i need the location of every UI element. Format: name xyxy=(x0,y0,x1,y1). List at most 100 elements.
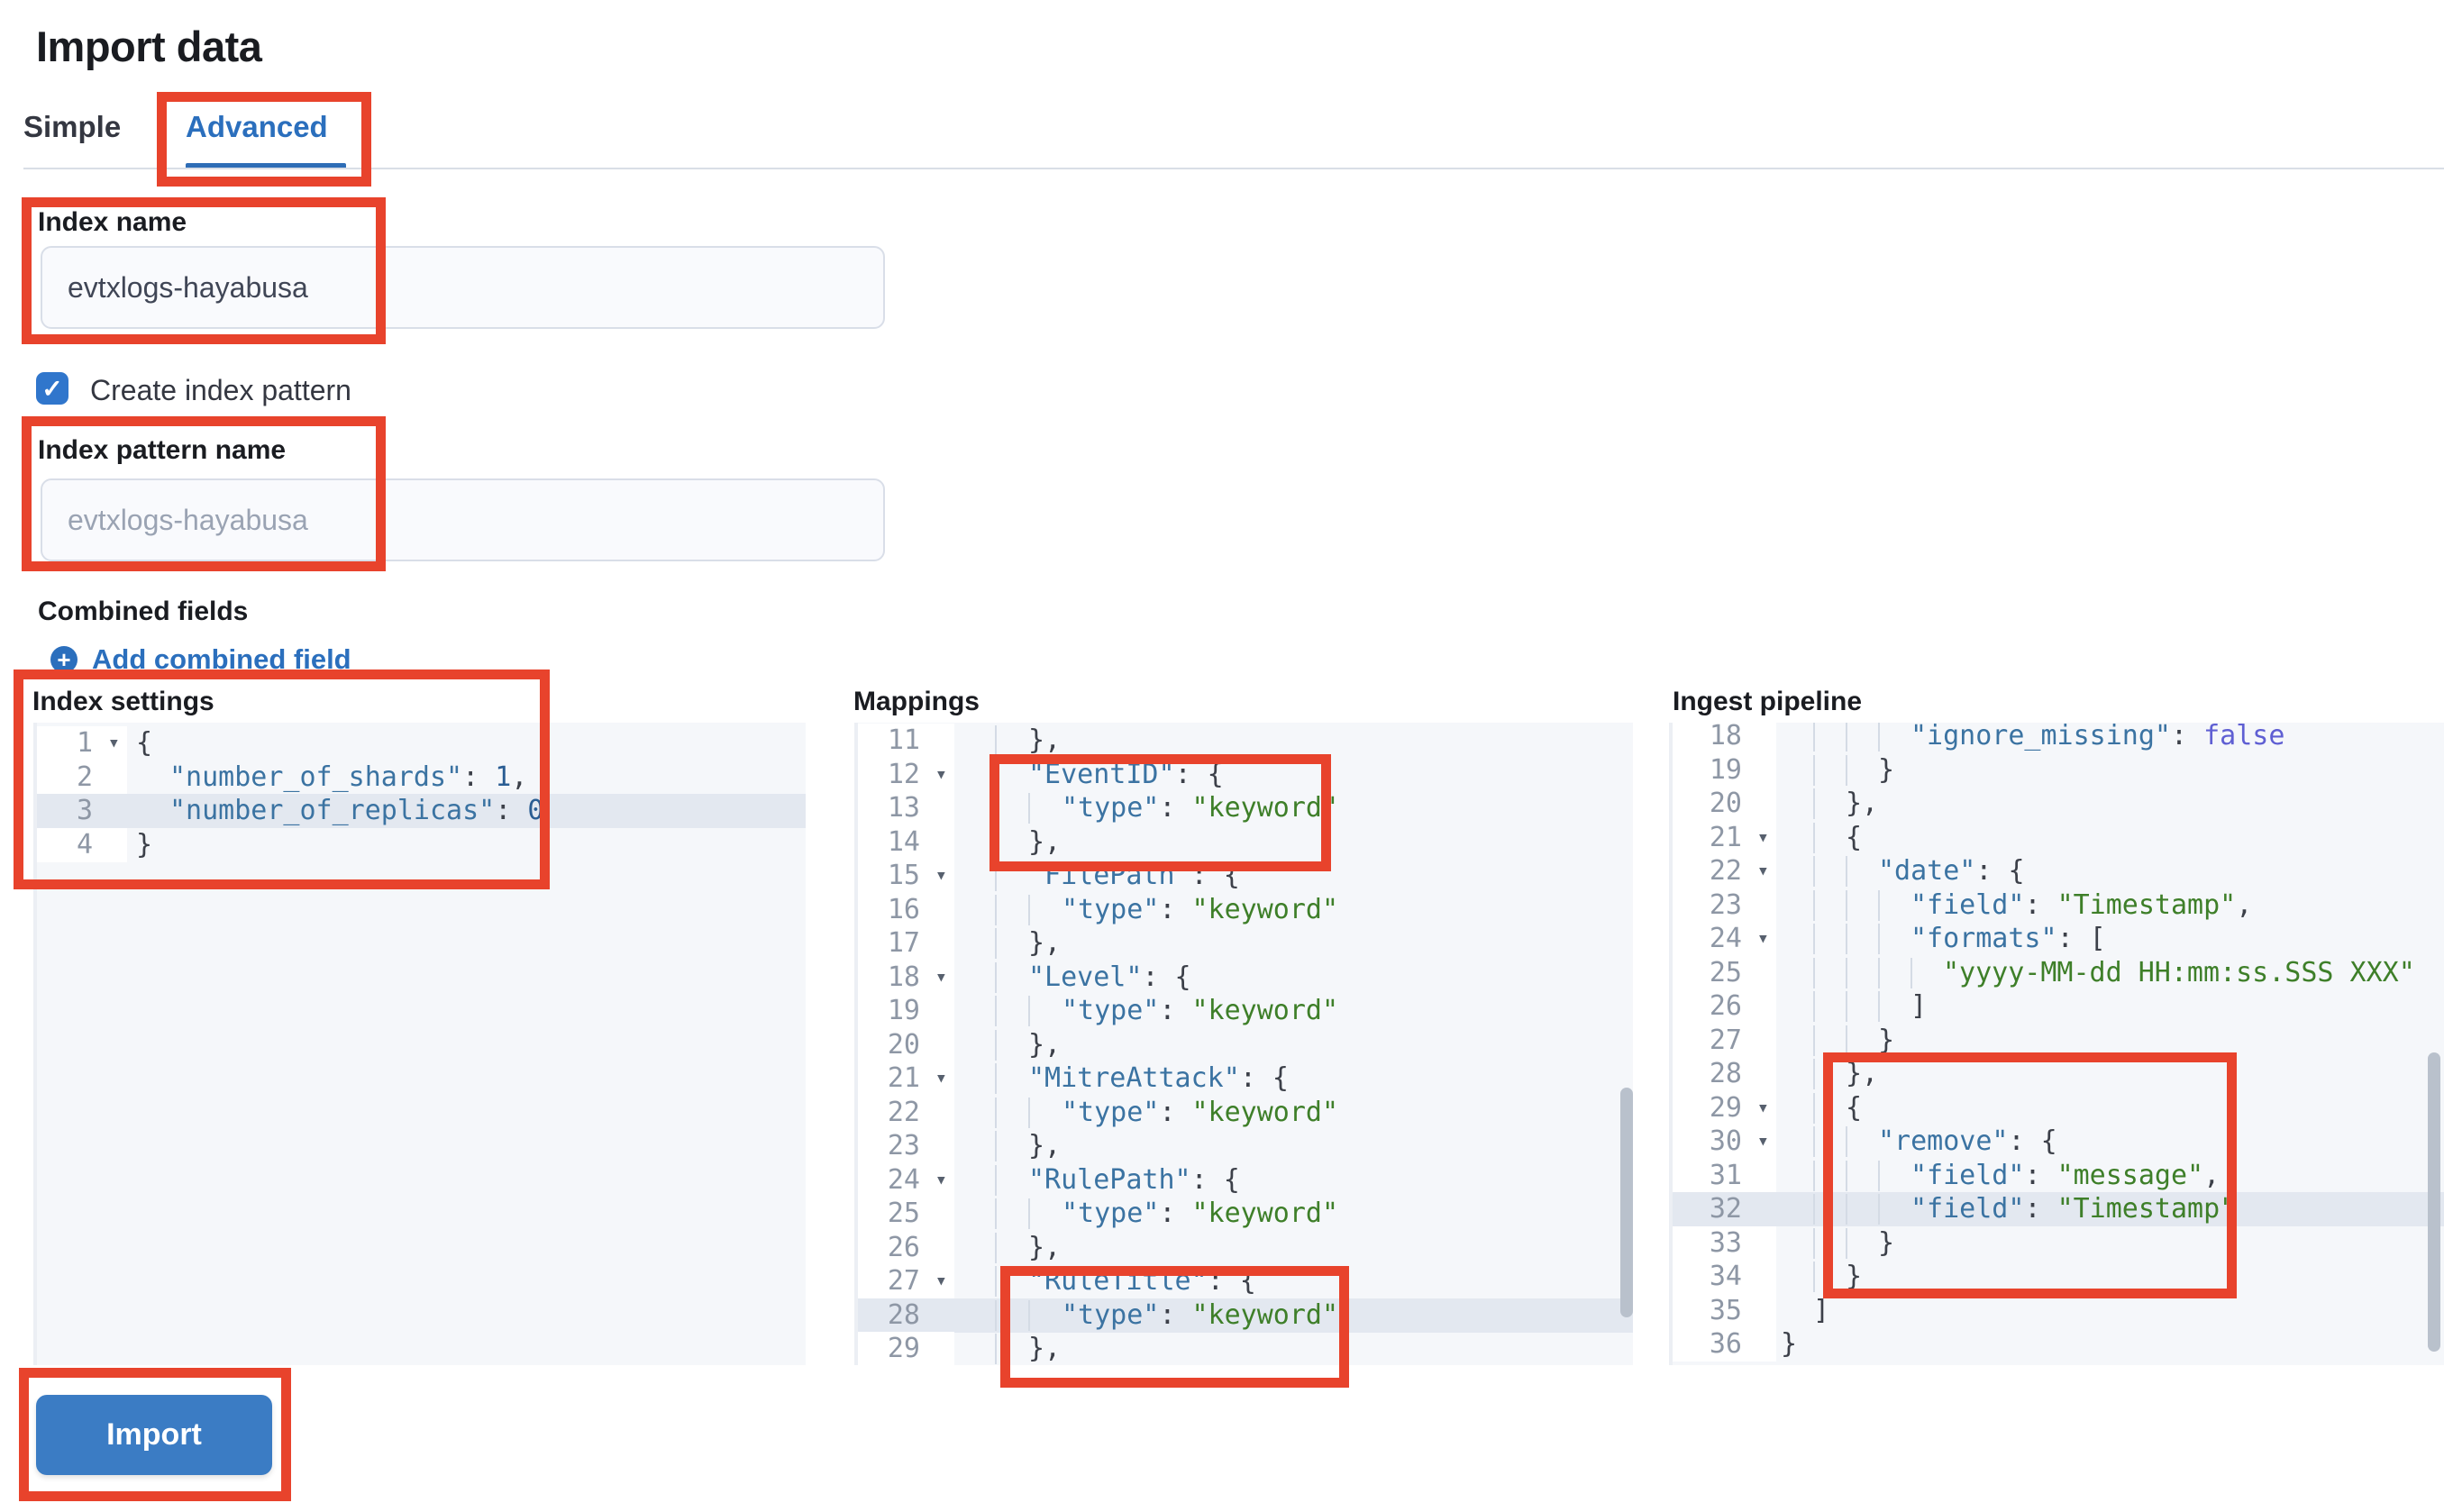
code-token: : xyxy=(495,795,528,826)
code-token: : xyxy=(1159,1298,1192,1331)
code-token: : xyxy=(1159,1096,1192,1128)
indent-guide xyxy=(1813,1126,1815,1157)
fold-arrow-icon[interactable]: ▾ xyxy=(1756,927,1769,950)
mappings-line-29[interactable]: 29}, xyxy=(858,1332,1633,1365)
tab-advanced-underline xyxy=(186,163,346,169)
fold-arrow-icon[interactable]: ▾ xyxy=(935,762,947,786)
ingest-pipeline-line-26[interactable]: 26] xyxy=(1673,989,2444,1024)
code-token: ] xyxy=(1813,1294,1830,1326)
index-settings-line-4[interactable]: 4} xyxy=(37,827,806,862)
indent-guide xyxy=(1813,889,1815,921)
fold-arrow-icon[interactable]: ▾ xyxy=(1756,825,1769,849)
fold-arrow-icon[interactable]: ▾ xyxy=(107,732,120,754)
ingest-pipeline-line-19[interactable]: 19} xyxy=(1673,752,2444,788)
mappings-line-13[interactable]: 13"type": "keyword" xyxy=(858,791,1633,825)
fold-arrow-icon[interactable]: ▾ xyxy=(935,1067,947,1089)
tab-simple[interactable]: Simple xyxy=(23,110,122,143)
line-number: 18 xyxy=(1709,723,1742,751)
code-token: "Level" xyxy=(1028,961,1143,993)
code-token: 0 xyxy=(527,795,544,826)
mappings-line-11[interactable]: 11}, xyxy=(858,724,1633,758)
ingest-pipeline-line-21[interactable]: 21▾{ xyxy=(1673,820,2444,855)
ingest-pipeline-line-31[interactable]: 31"field": "message", xyxy=(1673,1158,2444,1193)
code-token: }, xyxy=(1028,1333,1062,1364)
code-token: false xyxy=(2203,723,2285,751)
index-settings-line-2[interactable]: 2"number_of_shards": 1, xyxy=(37,760,806,795)
mappings-line-23[interactable]: 23}, xyxy=(858,1129,1633,1163)
add-combined-field-link[interactable]: Add combined field xyxy=(92,643,351,675)
line-number: 17 xyxy=(887,927,920,959)
ingest-pipeline-line-20[interactable]: 20}, xyxy=(1673,787,2444,821)
mappings-line-18[interactable]: 18▾"Level": { xyxy=(858,960,1633,995)
indent-guide xyxy=(1813,1194,1815,1225)
code-token: "keyword" xyxy=(1191,792,1339,824)
indent-guide xyxy=(995,894,997,925)
fold-arrow-icon[interactable]: ▾ xyxy=(1756,1096,1769,1119)
mappings-line-21[interactable]: 21▾"MitreAttack": { xyxy=(858,1061,1633,1096)
fold-arrow-icon[interactable]: ▾ xyxy=(1756,1130,1769,1152)
mappings-line-25[interactable]: 25"type": "keyword" xyxy=(858,1197,1633,1231)
mappings-line-24[interactable]: 24▾"RulePath": { xyxy=(858,1162,1633,1198)
indent-guide xyxy=(1813,957,1815,988)
code-token: } xyxy=(1878,1226,1895,1259)
line-number: 15 xyxy=(887,860,920,891)
code-token: : xyxy=(462,761,496,793)
fold-arrow-icon[interactable]: ▾ xyxy=(1756,860,1769,882)
ingest-pipeline-line-24[interactable]: 24▾"formats": [ xyxy=(1673,922,2444,956)
create-index-pattern-checkbox[interactable]: ✓ xyxy=(36,372,68,405)
import-button[interactable]: Import xyxy=(36,1395,272,1475)
indent-guide xyxy=(1878,889,1880,921)
ingest-pipeline-line-34[interactable]: 34} xyxy=(1673,1260,2444,1294)
ingest-pipeline-line-35[interactable]: 35] xyxy=(1673,1293,2444,1328)
indent-guide xyxy=(1813,1262,1815,1292)
index-settings-editor[interactable]: 1▾{2"number_of_shards": 1,3"number_of_re… xyxy=(33,723,806,1365)
fold-arrow-icon[interactable]: ▾ xyxy=(935,1168,947,1191)
code-token: ] xyxy=(1911,990,1928,1022)
ingest-pipeline-line-25[interactable]: 25"yyyy-MM-dd HH:mm:ss.SSS XXX" xyxy=(1673,955,2444,990)
ingest-pipeline-line-28[interactable]: 28}, xyxy=(1673,1057,2444,1091)
plus-in-circle-icon[interactable]: + xyxy=(50,646,78,673)
ingest-pipeline-scrollbar[interactable] xyxy=(2428,1052,2440,1352)
mappings-line-28[interactable]: 28"type": "keyword" xyxy=(858,1298,1633,1333)
line-number: 27 xyxy=(1709,1024,1742,1056)
mappings-line-20[interactable]: 20}, xyxy=(858,1027,1633,1062)
mappings-line-14[interactable]: 14}, xyxy=(858,824,1633,860)
line-number: 24 xyxy=(887,1163,920,1196)
mappings-line-16[interactable]: 16"type": "keyword" xyxy=(858,892,1633,927)
mappings-line-27[interactable]: 27▾"RuleTitle": { xyxy=(858,1264,1633,1298)
ingest-pipeline-line-18[interactable]: 18"ignore_missing": false xyxy=(1673,723,2444,753)
mappings-line-26[interactable]: 26}, xyxy=(858,1230,1633,1265)
ingest-pipeline-line-32[interactable]: 32"field": "Timestamp" xyxy=(1673,1192,2444,1226)
tab-advanced[interactable]: Advanced xyxy=(186,110,328,143)
index-pattern-name-input[interactable] xyxy=(41,478,885,561)
indent-guide xyxy=(995,1232,997,1263)
ingest-pipeline-line-22[interactable]: 22▾"date": { xyxy=(1673,854,2444,888)
mappings-line-12[interactable]: 12▾"EventID": { xyxy=(858,757,1633,792)
mappings-line-22[interactable]: 22"type": "keyword" xyxy=(858,1095,1633,1130)
ingest-pipeline-line-27[interactable]: 27} xyxy=(1673,1023,2444,1058)
ingest-pipeline-line-23[interactable]: 23"field": "Timestamp", xyxy=(1673,888,2444,923)
mappings-line-19[interactable]: 19"type": "keyword" xyxy=(858,994,1633,1028)
code-token: "keyword" xyxy=(1191,893,1339,925)
mappings-scrollbar[interactable] xyxy=(1620,1088,1633,1317)
code-token: }, xyxy=(1028,724,1062,756)
fold-arrow-icon[interactable]: ▾ xyxy=(935,1270,947,1292)
ingest-pipeline-line-30[interactable]: 30▾"remove": { xyxy=(1673,1125,2444,1159)
line-number: 22 xyxy=(1709,855,1742,887)
ingest-pipeline-line-33[interactable]: 33} xyxy=(1673,1225,2444,1261)
fold-arrow-icon[interactable]: ▾ xyxy=(935,965,947,988)
code-token: "keyword" xyxy=(1191,1096,1339,1128)
fold-arrow-icon[interactable]: ▾ xyxy=(935,864,947,887)
mappings-line-15[interactable]: 15▾"FilePath": { xyxy=(858,859,1633,893)
indent-guide xyxy=(1813,924,1815,954)
ingest-pipeline-line-36[interactable]: 36} xyxy=(1673,1327,2444,1362)
mappings-editor[interactable]: 11},12▾"EventID": {13"type": "keyword"14… xyxy=(854,723,1633,1365)
index-name-input[interactable] xyxy=(41,246,885,329)
mappings-line-17[interactable]: 17}, xyxy=(858,926,1633,961)
indent-guide xyxy=(1878,1160,1880,1191)
code-token: : [ xyxy=(2056,923,2106,954)
index-settings-line-1[interactable]: 1▾{ xyxy=(37,726,806,761)
index-settings-line-3[interactable]: 3"number_of_replicas": 0 xyxy=(37,794,806,828)
ingest-pipeline-line-29[interactable]: 29▾{ xyxy=(1673,1090,2444,1125)
